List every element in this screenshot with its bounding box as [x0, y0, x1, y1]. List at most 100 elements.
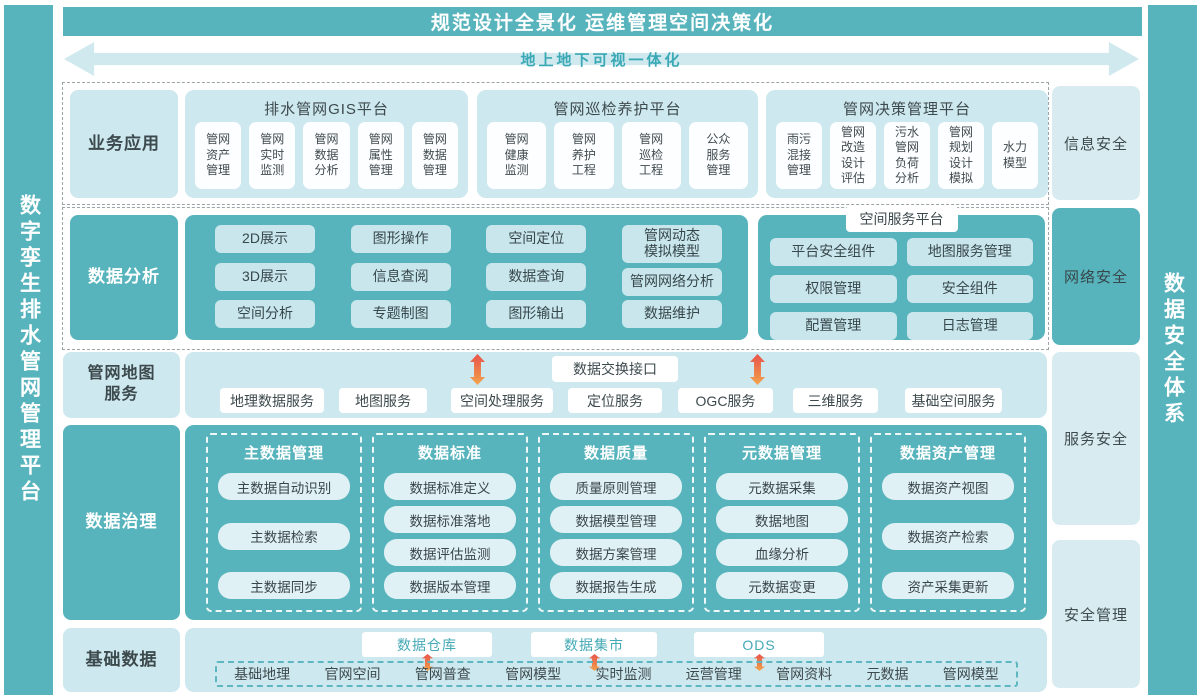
store-ods: ODS — [694, 632, 824, 657]
store-data-mart: 数据集市 — [531, 632, 657, 657]
analysis-col: 图形操作 信息查阅 专题制图 — [350, 225, 451, 328]
app-card: 雨污 混接 管理 — [776, 122, 822, 189]
up-down-arrow-icon — [470, 354, 485, 385]
source-item: 运营管理 — [685, 666, 742, 682]
analysis-functions-panel: 2D展示 3D展示 空间分析 图形操作 信息查阅 专题制图 空间定位 数据查询 … — [185, 215, 748, 340]
store-data-warehouse: 数据仓库 — [362, 632, 492, 657]
group-title: 数据质量 — [583, 445, 648, 462]
governance-pill: 元数据采集 — [716, 473, 848, 500]
base-data-panel: 数据仓库 数据集市 ODS 基础地理 官网空间 管网普查 管网模型 实时监测 运… — [185, 628, 1047, 692]
group-body: 元数据采集 数据地图 血缘分析 元数据变更 — [706, 465, 858, 610]
governance-pill: 数据版本管理 — [384, 572, 516, 599]
analysis-col: 管网动态 模拟模型 管网网络分析 数据维护 — [621, 225, 722, 328]
group-title: 数据标准 — [417, 445, 482, 462]
app-card: 管网 改造 设计 评估 — [830, 122, 876, 189]
map-service-pill: 三维服务 — [793, 388, 878, 413]
platform-gis-cards: 管网 资产 管理 管网 实时 监测 管网 数据 分析 管网 属性 管理 管网 数… — [195, 122, 459, 189]
governance-pill: 数据地图 — [716, 506, 848, 533]
function-pill: 管网网络分析 — [621, 267, 722, 296]
governance-pill: 数据资产检索 — [882, 522, 1014, 550]
service-pill: 安全组件 — [906, 275, 1033, 303]
source-item: 基础地理 — [234, 666, 291, 682]
function-pill: 空间定位 — [486, 225, 587, 253]
function-pill: 管网动态 模拟模型 — [621, 225, 722, 263]
governance-group-quality: 数据质量 质量原则管理 数据模型管理 数据方案管理 数据报告生成 — [538, 433, 694, 612]
service-pill: 配置管理 — [770, 312, 897, 340]
function-pill: 信息查阅 — [350, 262, 451, 291]
governance-pill: 血缘分析 — [716, 539, 848, 566]
source-item: 元数据 — [866, 666, 909, 682]
map-service-pill: 基础空间服务 — [905, 388, 1002, 413]
governance-pill: 数据报告生成 — [550, 572, 682, 599]
platform-inspection-cards: 管网 健康 监测 管网 养护 工程 管网 巡检 工程 公众 服务 管理 — [487, 122, 748, 189]
security-management: 安全管理 — [1052, 540, 1140, 688]
function-pill: 空间分析 — [215, 300, 315, 328]
governance-pill: 元数据变更 — [716, 572, 848, 599]
governance-pill: 主数据同步 — [218, 572, 350, 599]
source-item: 管网模型 — [505, 666, 562, 682]
governance-pill: 数据标准落地 — [384, 506, 516, 533]
source-item: 管网模型 — [942, 666, 999, 682]
right-title-text: 数据安全体系 — [1161, 272, 1185, 428]
map-service-pill: 空间处理服务 — [451, 388, 553, 413]
service-pill: 日志管理 — [906, 312, 1033, 340]
app-card: 管网 属性 管理 — [357, 122, 404, 189]
source-item: 实时监测 — [595, 666, 652, 682]
governance-pill: 数据模型管理 — [550, 506, 682, 533]
governance-pill: 数据方案管理 — [550, 539, 682, 566]
governance-group-master-data: 主数据管理 主数据自动识别 主数据检索 主数据同步 — [206, 433, 362, 612]
app-card: 管网 规划 设计 模拟 — [938, 122, 984, 189]
row-label-business: 业务应用 — [70, 90, 178, 198]
app-card: 管网 数据 分析 — [303, 122, 350, 189]
function-pill: 3D展示 — [215, 262, 315, 291]
base-data-sources-strip: 基础地理 官网空间 管网普查 管网模型 实时监测 运营管理 管网资料 元数据 管… — [215, 661, 1018, 687]
source-item: 管网资料 — [776, 666, 833, 682]
governance-group-standards: 数据标准 数据标准定义 数据标准落地 数据评估监测 数据版本管理 — [372, 433, 528, 612]
business-row-dashed-border — [62, 82, 1049, 205]
horizontal-arrow-label: 地上地下可视一体化 — [520, 51, 683, 69]
map-service-panel: 数据交换接口 地理数据服务 地图服务 空间处理服务 定位服务 OGC服务 三维服… — [185, 352, 1047, 418]
right-title-bar: 数据安全体系 — [1148, 5, 1197, 695]
app-card: 管网 数据 管理 — [411, 122, 459, 189]
platform-decision-cards: 雨污 混接 管理 管网 改造 设计 评估 污水 管网 负荷 分析 管网 规划 设… — [776, 122, 1038, 189]
app-card: 管网 资产 管理 — [195, 122, 242, 189]
map-service-pill: 定位服务 — [568, 388, 662, 413]
function-pill: 数据维护 — [621, 300, 722, 328]
analysis-col: 空间定位 数据查询 图形输出 — [486, 225, 587, 328]
analysis-col: 2D展示 3D展示 空间分析 — [215, 225, 315, 328]
governance-group-assets: 数据资产管理 数据资产视图 数据资产检索 资产采集更新 — [870, 433, 1026, 612]
governance-pill: 质量原则管理 — [550, 473, 682, 500]
map-service-pill: 地图服务 — [339, 388, 427, 413]
spatial-service-pills: 平台安全组件 地图服务管理 权限管理 安全组件 配置管理 日志管理 — [770, 238, 1033, 340]
spatial-service-panel: 空间服务平台 平台安全组件 地图服务管理 权限管理 安全组件 配置管理 日志管理 — [758, 206, 1045, 340]
function-pill: 数据查询 — [486, 262, 587, 291]
group-body: 质量原则管理 数据模型管理 数据方案管理 数据报告生成 — [540, 465, 692, 610]
group-title: 数据资产管理 — [899, 445, 996, 462]
group-title: 元数据管理 — [741, 445, 822, 462]
row-label-map-service: 管网地图 服务 — [63, 352, 180, 418]
platform-decision: 管网决策管理平台 雨污 混接 管理 管网 改造 设计 评估 污水 管网 负荷 分… — [766, 90, 1048, 198]
service-pill: 平台安全组件 — [770, 238, 897, 266]
governance-pill: 资产采集更新 — [882, 572, 1014, 599]
app-card: 管网 实时 监测 — [249, 122, 296, 189]
left-title-bar: 数字孪生排水管网管理平台 — [4, 5, 53, 695]
function-pill: 图形操作 — [350, 225, 451, 253]
service-pill: 地图服务管理 — [906, 238, 1033, 266]
row-label-base-data: 基础数据 — [63, 628, 180, 692]
group-body: 数据资产视图 数据资产检索 资产采集更新 — [872, 465, 1024, 610]
group-title: 主数据管理 — [243, 445, 324, 462]
platform-inspection-title: 管网巡检养护平台 — [553, 101, 682, 118]
spatial-service-title: 空间服务平台 — [845, 206, 958, 232]
group-body: 数据标准定义 数据标准落地 数据评估监测 数据版本管理 — [374, 465, 526, 610]
platform-gis-title: 排水管网GIS平台 — [264, 101, 389, 118]
governance-pill: 主数据检索 — [218, 522, 350, 550]
security-info: 信息安全 — [1052, 86, 1140, 200]
map-service-pill: 地理数据服务 — [220, 388, 324, 413]
map-service-pill: OGC服务 — [678, 388, 773, 413]
governance-group-metadata: 元数据管理 元数据采集 数据地图 血缘分析 元数据变更 — [704, 433, 860, 612]
function-pill: 图形输出 — [486, 300, 587, 328]
function-pill: 2D展示 — [215, 225, 315, 253]
governance-pill: 数据标准定义 — [384, 473, 516, 500]
source-item: 官网空间 — [324, 666, 381, 682]
